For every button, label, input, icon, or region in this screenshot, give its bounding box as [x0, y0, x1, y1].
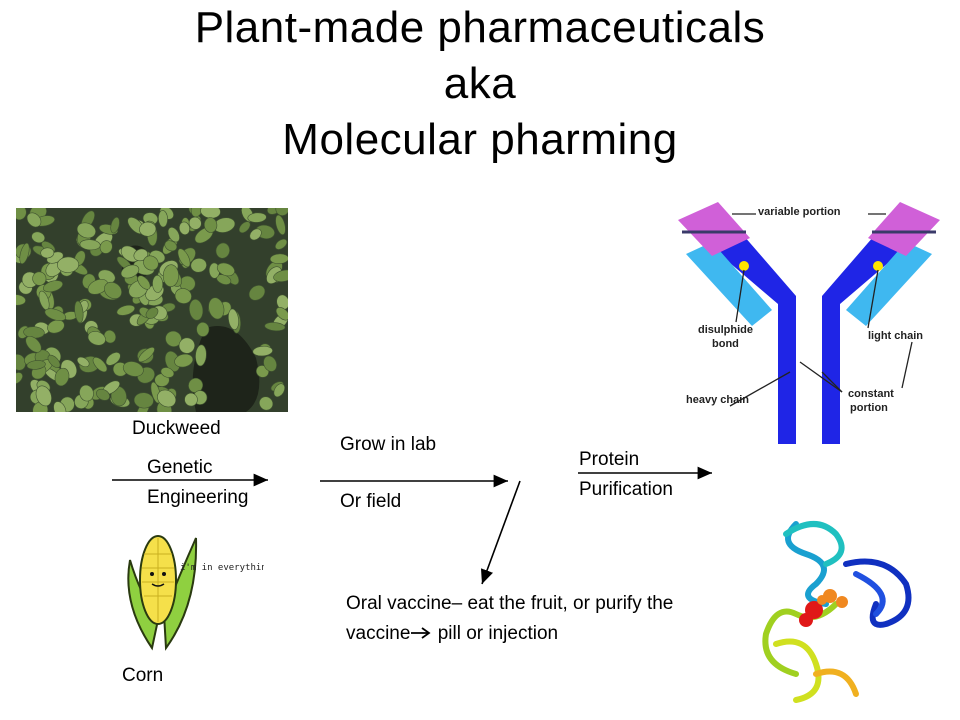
corn-caption: i'm in everything [180, 563, 264, 573]
label-grow-in-lab: Grow in lab [340, 434, 437, 455]
label-engineering: Engineering [147, 487, 249, 508]
label-oral-vaccine-line2: vaccine pill or injection [346, 619, 558, 649]
label-variable-portion: variable portion [758, 206, 841, 218]
label-vaccine: vaccine [346, 623, 411, 644]
label-or-field: Or field [340, 491, 402, 512]
label-protein: Protein [579, 449, 640, 470]
label-oral-vaccine-line1: Oral vaccine– eat the fruit, or purify t… [346, 593, 674, 614]
arrow-oral-vaccine [480, 480, 521, 585]
duckweed-image [16, 208, 288, 412]
label-constant: constant [848, 388, 894, 400]
protein-structure-image [756, 504, 920, 710]
slide-title: Plant-made pharmaceuticals aka Molecular… [0, 0, 960, 168]
label-disulphide: disulphide [698, 324, 753, 336]
label-bond: bond [712, 338, 739, 350]
label-pill-or-injection: pill or injection [432, 623, 559, 644]
title-line-2: aka [443, 59, 517, 108]
label-duckweed: Duckweed [132, 418, 221, 439]
label-purification: Purification [579, 479, 673, 500]
label-heavy-chain: heavy chain [686, 394, 749, 406]
corn-image: i'm in everything [118, 524, 264, 652]
label-genetic: Genetic [147, 457, 213, 478]
antibody-diagram: variable portion disulphide bond light c… [672, 192, 946, 448]
label-portion: portion [850, 402, 888, 414]
label-corn: Corn [122, 665, 164, 686]
label-light-chain: light chain [868, 330, 923, 342]
title-line-1: Plant-made pharmaceuticals [194, 3, 766, 52]
duckweed-illustration [16, 208, 288, 412]
title-line-3: Molecular pharming [282, 115, 678, 164]
right-arrow-icon [411, 627, 431, 639]
